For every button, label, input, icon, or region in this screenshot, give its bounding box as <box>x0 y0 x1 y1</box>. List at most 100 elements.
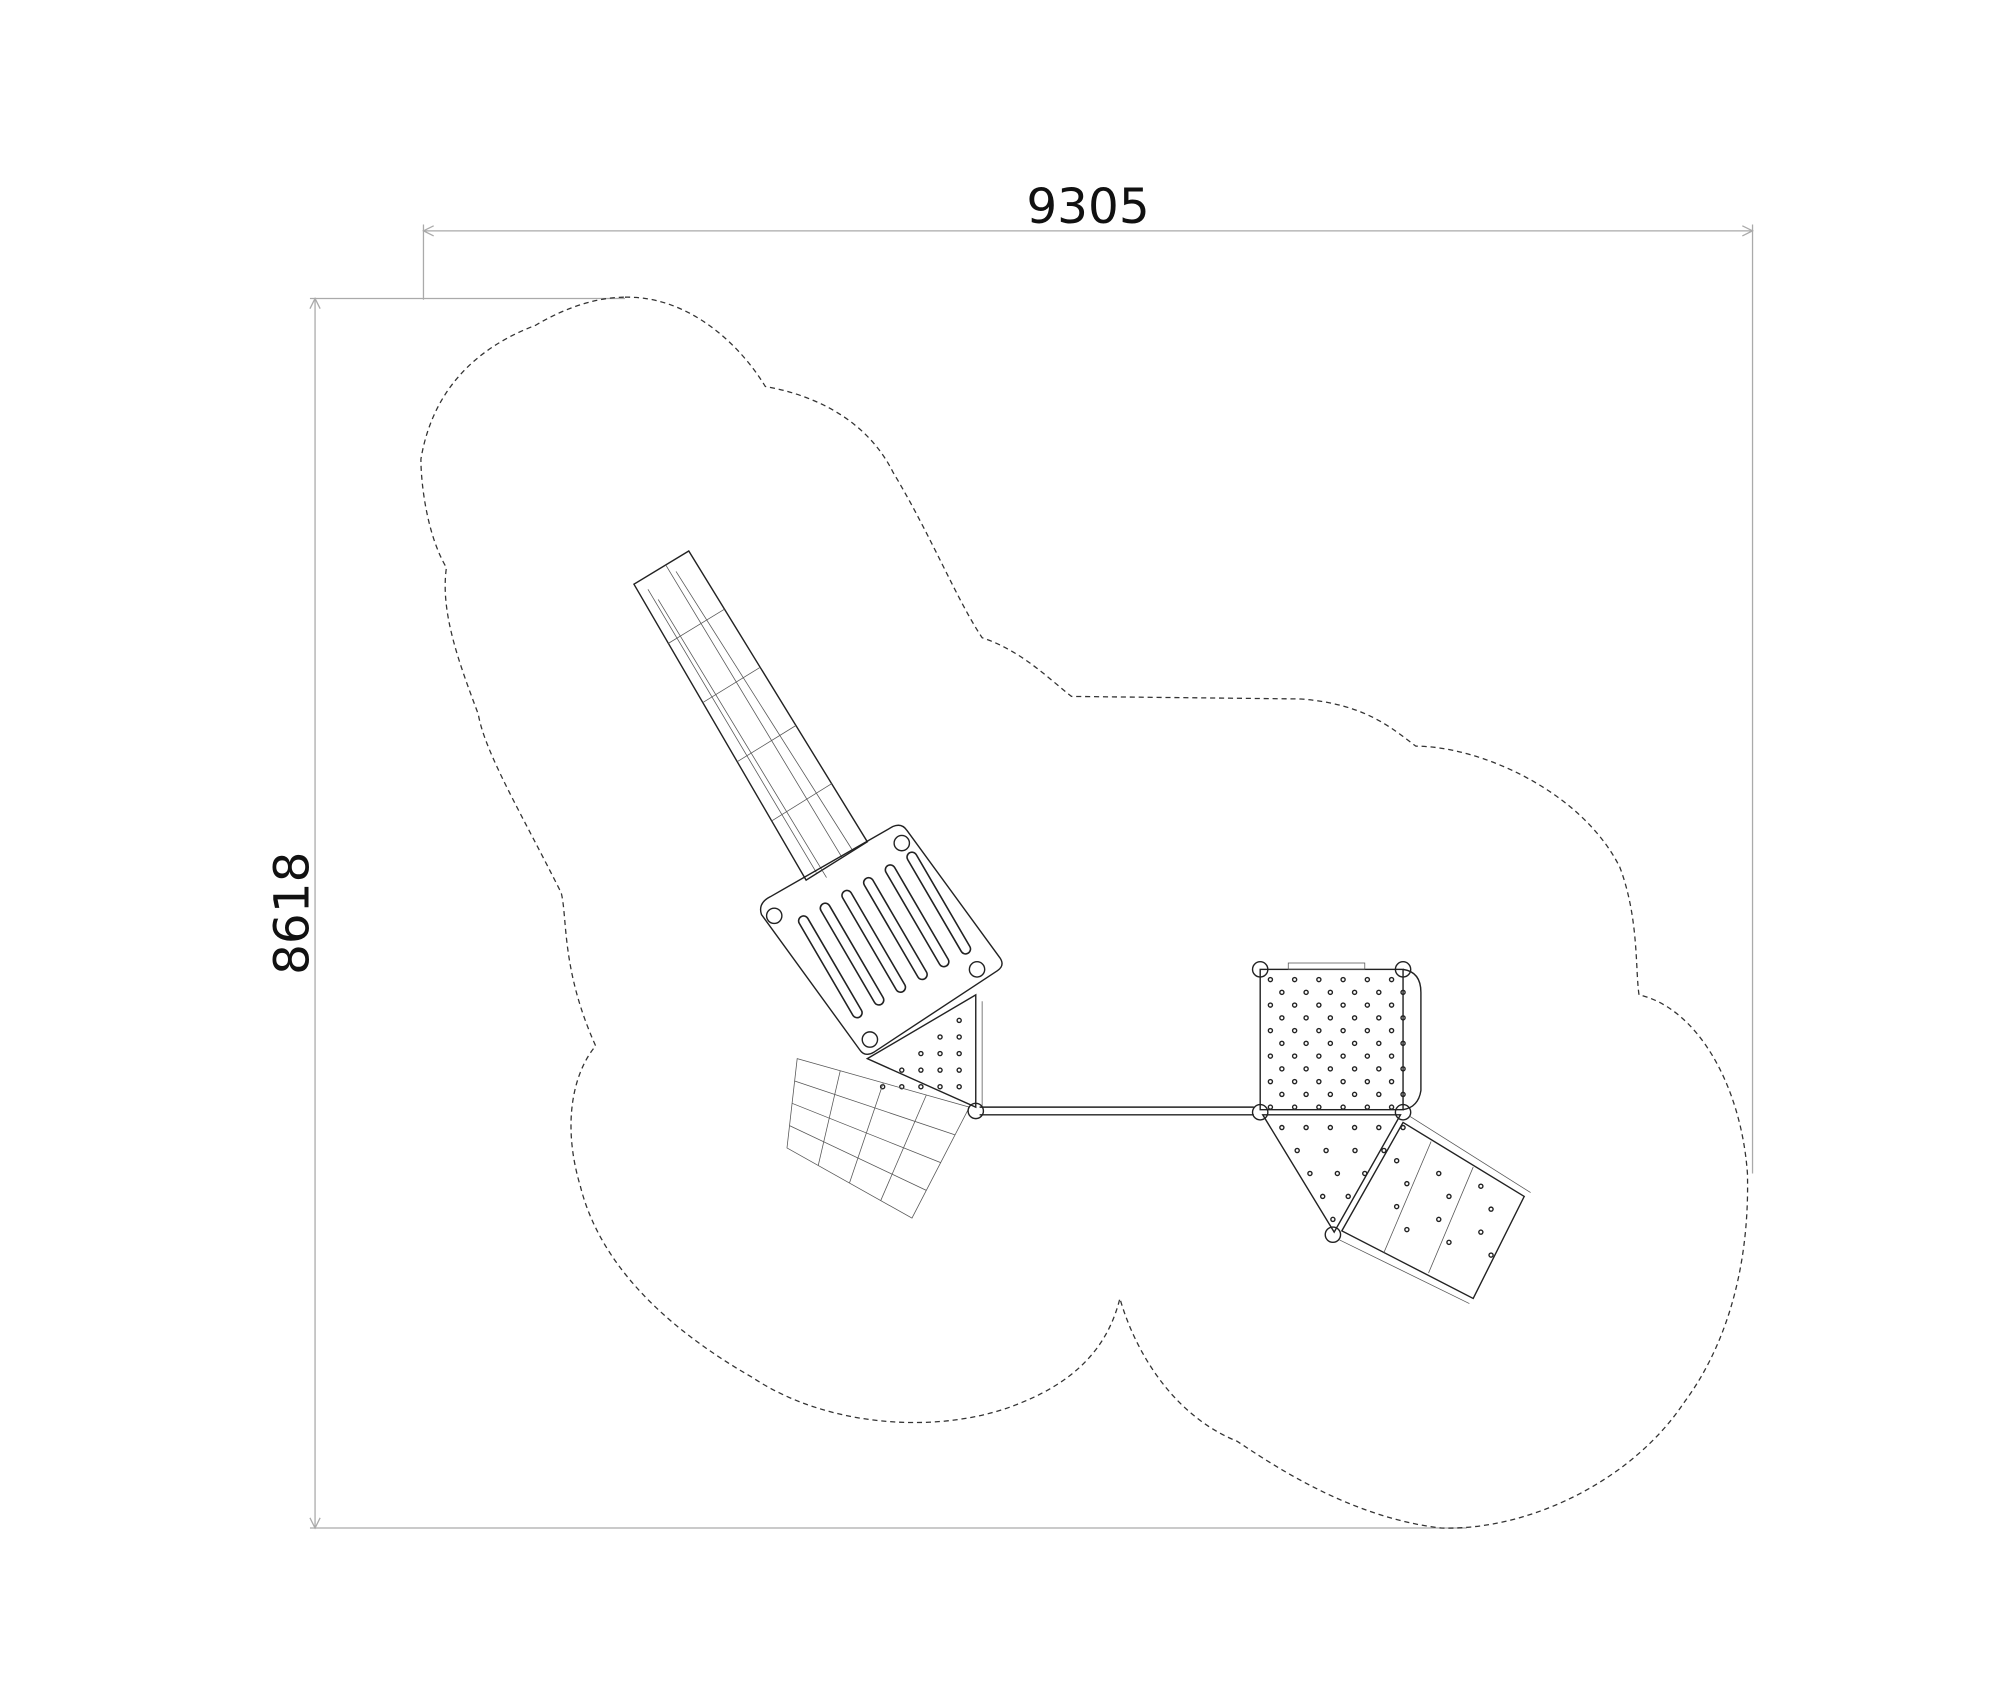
grip-dot <box>1279 1066 1285 1072</box>
grip-dot <box>1303 1091 1309 1098</box>
grip-dot <box>1488 1252 1494 1258</box>
grip-dot <box>1303 989 1309 996</box>
grip-dot <box>918 1050 924 1057</box>
grip-dot <box>1327 1066 1334 1072</box>
grip-dot <box>1364 1002 1371 1008</box>
post-cap-icon <box>1324 1226 1342 1244</box>
net-rope <box>789 1125 927 1191</box>
grip-dot <box>1267 1104 1274 1110</box>
grip-dot <box>1279 1091 1285 1098</box>
grip-dot <box>1400 989 1406 996</box>
grip-dot <box>1303 1124 1309 1131</box>
grip-dot <box>1267 1027 1274 1034</box>
slide-platform <box>759 824 1003 1056</box>
grip-dot <box>1316 976 1322 983</box>
bridge <box>979 1106 1254 1116</box>
grip-dot <box>1316 1027 1322 1034</box>
grip-dot <box>1303 1015 1309 1021</box>
grip-dot <box>1345 1193 1351 1200</box>
grip-dot <box>937 1050 943 1057</box>
grip-dot <box>1291 1002 1298 1008</box>
grip-dot <box>1291 1078 1298 1085</box>
slot-inner <box>864 878 927 979</box>
grip-dot <box>1327 1040 1334 1047</box>
grip-dot <box>1294 1147 1300 1154</box>
triangle-deck-left <box>865 993 983 1109</box>
grip-dot <box>1488 1206 1494 1212</box>
grip-dot <box>1436 1216 1442 1223</box>
grip-dot <box>1436 1170 1442 1177</box>
net-rope <box>794 1080 956 1136</box>
grip-dot <box>1330 1216 1336 1223</box>
grip-dot <box>1446 1239 1452 1246</box>
slot-inner <box>821 904 883 1005</box>
grip-dot <box>1364 1053 1371 1059</box>
safety-zone-outline <box>420 296 1749 1529</box>
triangle-platform <box>1261 1114 1406 1234</box>
grip-dot <box>1388 1002 1395 1008</box>
grip-dot <box>1267 1078 1274 1085</box>
grip-dot <box>1351 1124 1358 1131</box>
grip-dot <box>1388 976 1395 983</box>
grip-dot <box>899 1067 905 1073</box>
net-rope <box>791 1102 941 1163</box>
grip-dot <box>1351 1040 1358 1047</box>
grip-dot <box>1279 1015 1285 1021</box>
grip-dot <box>1323 1147 1329 1154</box>
grip-dot <box>1376 1015 1382 1021</box>
grip-dot <box>1267 976 1274 983</box>
slide-rung <box>668 608 725 644</box>
post-cap-icon <box>893 834 911 852</box>
grip-dot <box>1364 976 1371 983</box>
grip-dot <box>1393 1157 1400 1164</box>
grip-dot <box>1388 1078 1395 1085</box>
grip-dot <box>1364 1104 1371 1110</box>
slide-rung <box>771 783 832 822</box>
width-dimension: 9305 <box>422 179 1754 1174</box>
grip-dot <box>1393 1203 1400 1210</box>
grip-dot <box>1340 1104 1346 1110</box>
post-cap-icon <box>968 961 986 978</box>
grip-dot <box>1351 1066 1358 1072</box>
grip-dot <box>1388 1053 1395 1059</box>
climbing-net <box>786 1058 970 1219</box>
grip-dot <box>1316 1104 1322 1110</box>
grip-dot <box>1340 976 1346 983</box>
grip-dot <box>1478 1183 1484 1189</box>
grip-dot <box>1279 1124 1285 1131</box>
grip-dot <box>1446 1193 1452 1200</box>
grip-dot <box>1352 1147 1358 1154</box>
grip-dot <box>1291 976 1298 983</box>
grip-dot <box>956 1067 962 1073</box>
grip-dot <box>1351 989 1358 996</box>
grip-dot <box>1376 1091 1382 1098</box>
post-cap-icon <box>1394 1103 1412 1121</box>
post-cap-icon <box>1394 961 1412 978</box>
grip-dot <box>937 1034 943 1040</box>
grip-dot <box>1327 1091 1334 1098</box>
height-dimension: 8618 <box>265 297 1467 1530</box>
grip-dot <box>1376 989 1382 996</box>
grip-dot <box>1340 1053 1346 1059</box>
grip-dot <box>1362 1170 1368 1177</box>
height-dimension-label: 8618 <box>265 852 321 975</box>
grip-dot <box>1400 1091 1406 1098</box>
post-cap-icon <box>967 1102 985 1120</box>
grip-dot <box>918 1083 924 1090</box>
slot-inner <box>842 891 905 992</box>
grip-dot <box>1303 1040 1309 1047</box>
grip-dot <box>956 1017 962 1024</box>
grip-dot <box>1388 1027 1395 1034</box>
grip-dot <box>1340 1002 1346 1008</box>
grip-dot <box>1279 989 1285 996</box>
grip-dot <box>937 1067 943 1073</box>
grip-dot <box>1291 1027 1298 1034</box>
grip-dot <box>1291 1104 1298 1110</box>
grip-dot <box>1316 1078 1322 1085</box>
grip-dot <box>1388 1104 1395 1110</box>
grip-dot <box>1351 1015 1358 1021</box>
grip-dot <box>1303 1066 1309 1072</box>
post-cap-icon <box>1251 961 1269 978</box>
grip-dot <box>1267 1002 1274 1008</box>
